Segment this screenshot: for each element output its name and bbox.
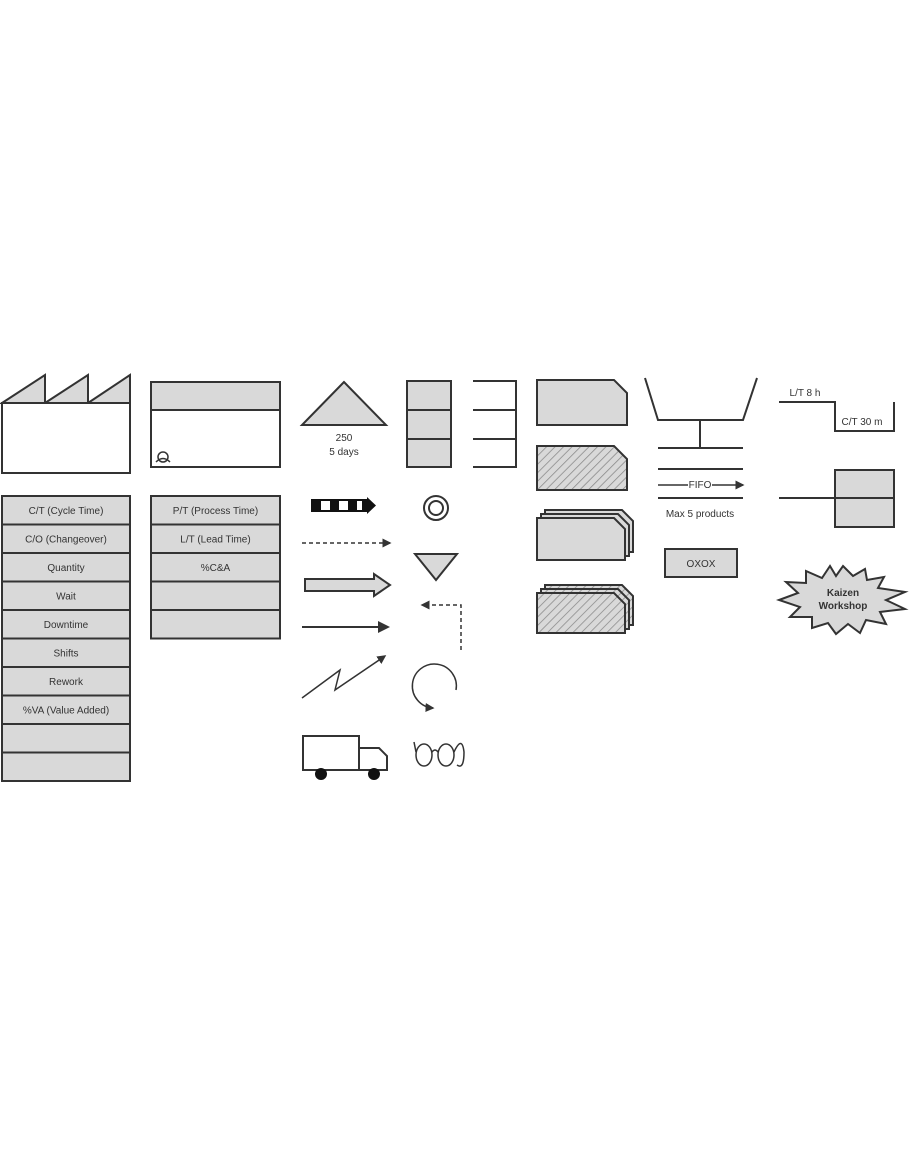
kanban-signal-arrow-icon [311, 497, 376, 514]
withdrawal-kanban-batch-icon [536, 584, 634, 634]
process-data-box: C/T (Cycle Time) C/O (Changeover) Quantity… [1, 495, 131, 782]
table-row [1, 694, 131, 725]
pull-signal-arrow-icon [420, 600, 462, 650]
withdrawal-kanban-icon [536, 445, 628, 491]
timeline-icon: L/T 8 h C/T 30 m [779, 388, 895, 432]
table-row [1, 666, 131, 697]
table-row [1, 523, 131, 554]
table-cell-label: %VA (Value Added) [23, 705, 109, 716]
fifo-caption: Max 5 products [666, 509, 734, 520]
table-cell-label: P/T (Process Time) [173, 506, 258, 517]
table-cell-label: C/T (Cycle Time) [29, 506, 104, 517]
inventory-qty: 250 [336, 433, 353, 444]
table-row [1, 723, 131, 754]
table-cell-label: C/O (Changeover) [25, 534, 107, 545]
kaizen-line2: Workshop [819, 601, 868, 612]
table-cell-label: Wait [56, 591, 76, 602]
table-cell-label: Rework [49, 677, 84, 688]
kaizen-burst-icon: Kaizen Workshop [775, 564, 909, 636]
table-row [1, 751, 131, 782]
kanban-post-icon [644, 377, 758, 449]
fifo-lane-icon: FIFO Max 5 products [658, 468, 745, 520]
table-cell-label: L/T (Lead Time) [180, 534, 250, 545]
table-cell-label: %C&A [201, 563, 231, 574]
kaizen-line1: Kaizen [827, 588, 859, 599]
process-box-icon [150, 381, 281, 468]
table-row [1, 580, 131, 611]
load-leveling-icon: OXOX [664, 548, 738, 578]
shipment-arrow-icon [304, 572, 392, 598]
supermarket-icon [473, 380, 517, 468]
load-leveling-label: OXOX [687, 559, 716, 570]
inventory-icon: 250 5 days [299, 380, 389, 458]
table-row [150, 523, 281, 554]
lead-time-box: P/T (Process Time) L/T (Lead Time) %C&A [150, 495, 281, 640]
table-row [1, 552, 131, 583]
fifo-label: FIFO [689, 480, 712, 491]
stacked-box-icon [406, 380, 452, 468]
timeline-cycle-time: C/T 30 m [842, 417, 883, 428]
table-row [150, 609, 281, 640]
go-see-glasses-icon [413, 741, 465, 767]
truck-icon [302, 735, 388, 780]
table-row [1, 609, 131, 640]
timeline-lead-time: L/T 8 h [790, 388, 821, 399]
withdrawal-post-icon [423, 495, 449, 521]
table-row [1, 495, 131, 526]
table-cell-label: Shifts [53, 648, 78, 659]
table-row [150, 552, 281, 583]
safety-stock-icon [412, 553, 460, 582]
production-kanban-icon [536, 379, 628, 426]
table-row [150, 580, 281, 611]
operator-icon [155, 451, 171, 463]
table-cell-label: Quantity [47, 563, 84, 574]
inventory-days: 5 days [329, 447, 358, 458]
table-row [150, 495, 281, 526]
electronic-information-icon [301, 655, 387, 699]
kanban-batch-icon [536, 509, 634, 561]
table-cell-label: Downtime [44, 620, 89, 631]
table-row [1, 637, 131, 668]
buffer-stock-icon [779, 469, 895, 528]
pull-circle-arrow-icon [411, 663, 458, 713]
factory-icon [0, 373, 131, 474]
